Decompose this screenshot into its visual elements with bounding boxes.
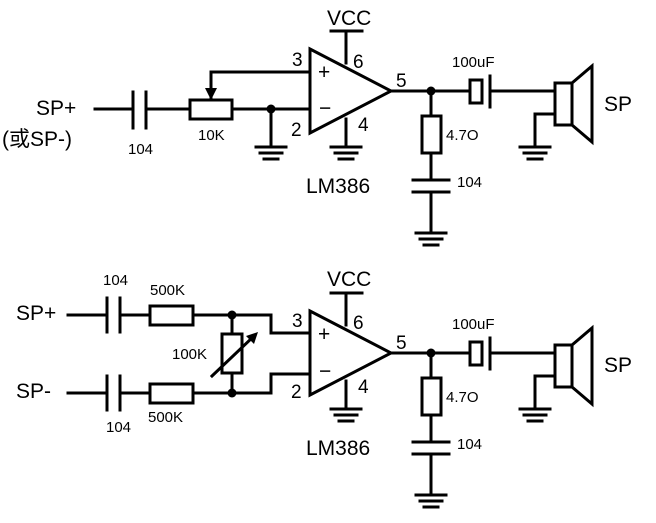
- c1-ground-icon-speaker: [518, 145, 552, 161]
- c1-pot-wiper: [209, 70, 312, 102]
- c2-opamp-triangle: [308, 308, 395, 398]
- c1-chip-label: LM386: [306, 175, 370, 198]
- c1-pin5-label: 5: [396, 71, 407, 92]
- c1-pin6-label: 6: [353, 52, 364, 73]
- c2-chip-label: LM386: [306, 437, 370, 460]
- c1-pin2-label: 2: [291, 120, 302, 141]
- c2-pot-100k: [220, 332, 244, 375]
- c1-pot-label: 10K: [198, 127, 225, 144]
- c2-zobel-cap-label: 104: [457, 436, 482, 453]
- c2-opamp-plus: +: [318, 323, 330, 346]
- c1-ground-icon-zobel: [414, 231, 448, 247]
- c1-input-cap-label: 104: [128, 141, 153, 158]
- c1-input-alt-label: (或SP-): [2, 128, 72, 151]
- c2-output-cap-body: [468, 340, 484, 367]
- c1-speaker-icon: [553, 62, 594, 146]
- c1-zobel-resistor: [420, 114, 443, 155]
- c1-volume-pot: [188, 98, 234, 121]
- c2-ground-icon-chip: [329, 407, 363, 423]
- c2-pin5-label: 5: [396, 333, 407, 354]
- c1-output-cap-body: [468, 78, 484, 105]
- c1-zobel-cap-label: 104: [457, 174, 482, 191]
- c1-speaker-ground-lead: [533, 112, 557, 149]
- c2-ground-icon-speaker: [518, 407, 552, 423]
- c2-output-cap-label: 100uF: [452, 316, 495, 333]
- circuit-1: SP+ (或SP-) 104 10K + − 3 2 VCC 6 4 LM386: [2, 7, 632, 247]
- c2-speaker-icon: [553, 324, 594, 408]
- c1-ground-icon-chip: [329, 145, 363, 161]
- c2-zobel-resistor: [420, 376, 443, 417]
- c1-ground-icon: [254, 145, 288, 161]
- c2-pot-label: 100K: [172, 346, 207, 363]
- c1-vcc-label: VCC: [327, 7, 371, 30]
- c2-zobel-res-label: 4.7O: [446, 389, 479, 406]
- c1-opamp-minus: −: [319, 97, 331, 120]
- c2-input-plus-label: SP+: [16, 302, 56, 325]
- c1-pin4-label: 4: [358, 115, 369, 136]
- c2-input-minus-label: SP-: [16, 380, 51, 403]
- c1-opamp-plus: +: [318, 61, 330, 84]
- c2-pin4-label: 4: [358, 377, 369, 398]
- c2-ground-icon-zobel: [414, 493, 448, 509]
- c2-res-top-label: 500K: [150, 282, 185, 299]
- c1-pin3-label: 3: [292, 50, 303, 71]
- circuit-2: SP+ SP- 104 500K 104 500K 100K + − 3: [16, 268, 632, 509]
- c1-speaker-label: SP: [604, 93, 632, 116]
- c2-opamp-minus: −: [319, 360, 331, 383]
- c2-pin3-label: 3: [292, 311, 303, 332]
- c2-res-bottom: [148, 382, 195, 405]
- c2-res-top: [148, 304, 195, 327]
- c2-pot-arrow-head: [246, 332, 258, 344]
- c2-pin6-label: 6: [353, 313, 364, 334]
- c1-pot-wiper-arrow: [205, 88, 217, 100]
- c2-pot-arrow-shaft: [209, 334, 256, 379]
- c2-res-bottom-label: 500K: [148, 409, 183, 426]
- c1-zobel-res-label: 4.7O: [446, 127, 479, 144]
- c2-cap-top-label: 104: [103, 272, 128, 289]
- c2-speaker-label: SP: [604, 354, 632, 377]
- c2-speaker-ground-lead: [533, 374, 557, 411]
- c1-output-cap-label: 100uF: [452, 54, 495, 71]
- c1-opamp-triangle: [308, 46, 395, 136]
- c2-pin2-label: 2: [291, 382, 302, 403]
- c2-vcc-label: VCC: [327, 268, 371, 291]
- c2-cap-bottom-label: 104: [106, 419, 131, 436]
- c1-input-label: SP+: [36, 97, 76, 120]
